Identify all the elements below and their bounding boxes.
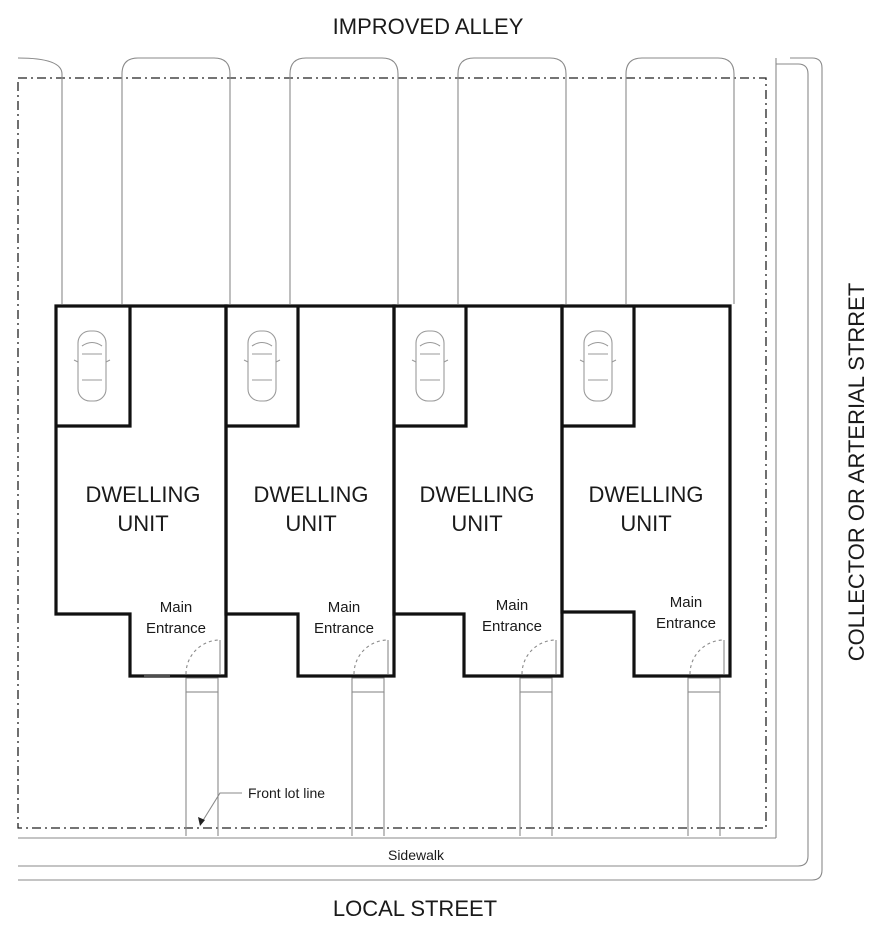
unit-3-entrance-label-2: Entrance [482, 618, 542, 635]
alley-label: IMPROVED ALLEY [333, 14, 524, 39]
unit-1-subtitle: UNIT [117, 511, 168, 536]
front-lot-line-label: Front lot line [248, 785, 325, 801]
unit-4-entrance-label-2: Entrance [656, 615, 716, 632]
unit-4-subtitle: UNIT [620, 511, 671, 536]
unit-1-entrance-label-2: Entrance [146, 620, 206, 637]
unit-2-entrance-label-2: Entrance [314, 620, 374, 637]
unit-2-entrance-label: Main [328, 599, 361, 616]
sidewalk-label: Sidewalk [388, 847, 445, 863]
unit-1-entrance-label: Main [160, 599, 193, 616]
car-icon [579, 330, 617, 402]
unit-3-subtitle: UNIT [451, 511, 502, 536]
car-icon [243, 330, 281, 402]
arrow-icon [198, 817, 205, 826]
door-swing-icon [521, 639, 557, 675]
car-icon [411, 330, 449, 402]
arterial-street-label: COLLECTOR OR ARTERIAL STRRET [844, 283, 869, 662]
door-swing-icon [185, 639, 221, 675]
unit-2-title: DWELLING [254, 482, 369, 507]
alley-driveways [17, 57, 735, 304]
car-icon [73, 330, 111, 402]
property-line [17, 77, 767, 829]
unit-1-title: DWELLING [86, 482, 201, 507]
door-swing-icon [689, 639, 725, 675]
front-walkways [185, 677, 721, 836]
street-curb-inner [18, 63, 809, 867]
unit-2-subtitle: UNIT [285, 511, 336, 536]
unit-4-title: DWELLING [589, 482, 704, 507]
front-lot-line-callout [198, 792, 242, 826]
local-street-label: LOCAL STREET [333, 896, 497, 921]
door-swing-icon [353, 639, 389, 675]
unit-3-entrance-label: Main [496, 597, 529, 614]
unit-4-entrance-label: Main [670, 594, 703, 611]
dwelling-unit-4 [560, 304, 732, 678]
unit-3-title: DWELLING [420, 482, 535, 507]
street-curb-outer [18, 57, 823, 881]
